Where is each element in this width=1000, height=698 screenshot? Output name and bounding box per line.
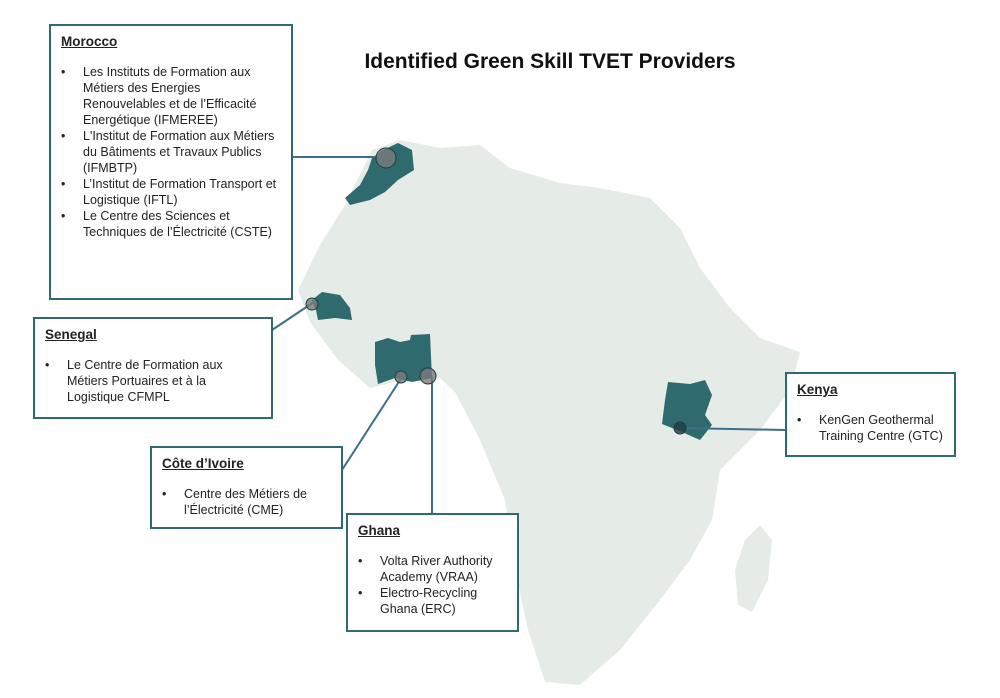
provider-item: Le Centre des Sciences et Techniques de … [61,208,281,240]
country-name: Morocco [61,34,118,49]
cote-divoire-box: Côte d’Ivoire Centre des Métiers de l’Él… [150,446,343,529]
provider-item: L'Institut de Formation aux Métiers du B… [61,128,281,176]
ghana-box: Ghana Volta River Authority Academy (VRA… [346,513,519,632]
country-name: Senegal [45,327,97,342]
cote-divoire-marker [394,370,408,384]
kenya-connector [679,427,786,431]
provider-item: Electro-Recycling Ghana (ERC) [358,585,507,617]
senegal-highlight [312,292,352,320]
cote-divoire-connector [341,376,403,471]
africa-landmass [298,140,800,685]
provider-item: Volta River Authority Academy (VRAA) [358,553,507,585]
connector-lines [271,156,786,513]
country-name: Côte d’Ivoire [162,456,244,471]
page-title: Identified Green Skill TVET Providers [364,50,736,73]
senegal-box: Senegal Le Centre de Formation aux Métie… [33,317,273,419]
senegal-marker [305,297,319,311]
kenya-box: Kenya KenGen Geothermal Training Centre … [785,372,956,457]
morocco-highlight [345,143,414,205]
provider-item: KenGen Geothermal Training Centre (GTC) [797,412,944,444]
provider-item: Les Instituts de Formation aux Métiers d… [61,64,281,128]
ghana-marker [419,367,437,385]
morocco-marker [375,147,397,169]
cote-divoire-highlight [375,334,432,384]
country-name: Kenya [797,382,838,397]
country-name: Ghana [358,523,401,538]
madagascar [735,525,772,612]
provider-item: L’Institut de Formation Transport et Log… [61,176,281,208]
kenya-marker [673,421,687,435]
morocco-box: Morocco Les Instituts de Formation aux M… [49,24,293,300]
provider-item: Centre des Métiers de l’Électricité (CME… [162,486,331,518]
provider-item: Le Centre de Formation aux Métiers Portu… [45,357,261,405]
